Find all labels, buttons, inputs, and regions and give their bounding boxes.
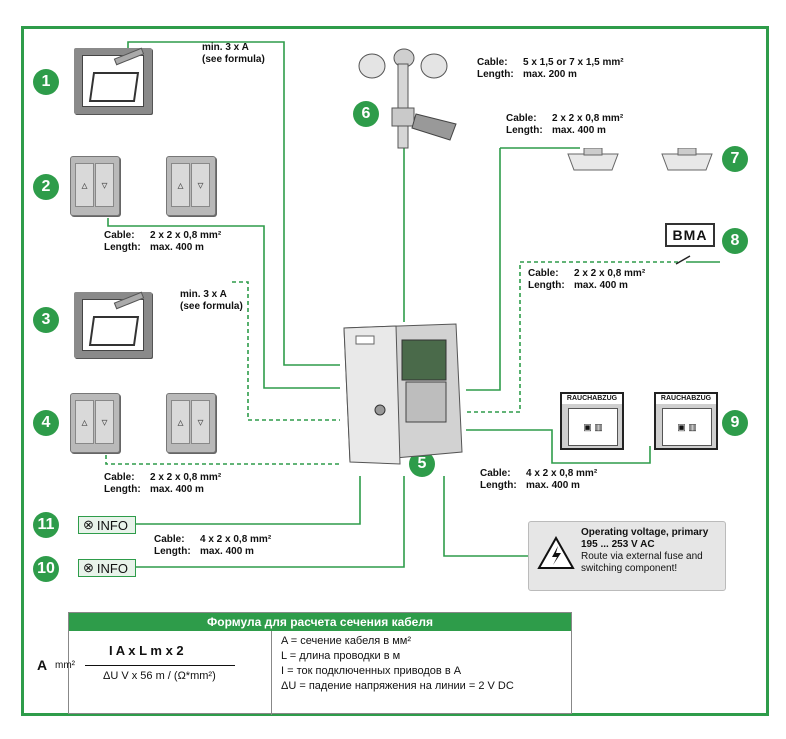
- formula-title: Формула для расчета сечения кабеля: [69, 613, 571, 631]
- note-2: Cable:2 x 2 x 0,8 mm² Length:max. 400 m: [104, 230, 222, 253]
- wire-7: [466, 147, 580, 391]
- legend-l: L = длина проводки в м: [281, 650, 401, 662]
- formula-numerator: I A x L m x 2: [109, 643, 184, 658]
- smoke-detector-1: [567, 148, 619, 171]
- badge-2: 2: [33, 174, 59, 200]
- legend-i: I = ток подключенных приводов в А: [281, 665, 462, 677]
- wire-8: [466, 261, 678, 413]
- vent-switch-4a[interactable]: ▵▿: [70, 393, 120, 453]
- wire-2: [107, 218, 340, 389]
- badge-4: 4: [33, 410, 59, 436]
- note-7: Cable:2 x 2 x 0,8 mm² Length:max. 400 m: [506, 113, 624, 136]
- bma-fire-alarm: BMA: [665, 223, 715, 247]
- lamp-icon: ⊗: [83, 517, 94, 532]
- info-box-11[interactable]: ⊗INFO: [78, 516, 136, 534]
- note-4: Cable:2 x 2 x 0,8 mm² Length:max. 400 m: [104, 472, 222, 495]
- note-9: Cable:4 x 2 x 0,8 mm² Length:max. 400 m: [480, 468, 598, 491]
- formula-lhs-unit: mm²: [55, 660, 75, 671]
- wind-rain-sensor: [358, 48, 457, 149]
- lamp-icon: ⊗: [83, 560, 94, 575]
- wire-1: [127, 41, 340, 366]
- badge-8: 8: [722, 228, 748, 254]
- wire-warn: [443, 476, 528, 557]
- badge-10: 10: [33, 556, 59, 582]
- legend-du: ΔU = падение напряжения на линии = 2 V D…: [281, 680, 514, 692]
- note-6: Cable:5 x 1,5 or 7 x 1,5 mm² Length:max.…: [477, 57, 624, 80]
- vent-switch-4b[interactable]: ▵▿: [166, 393, 216, 453]
- wire-4: [105, 448, 340, 465]
- bma-contact: [675, 255, 691, 265]
- window-actuator-3: [74, 291, 152, 358]
- badge-9: 9: [722, 410, 748, 436]
- cable-formula-box: Формула для расчета сечения кабеля A mm²…: [37, 612, 572, 715]
- info-box-10[interactable]: ⊗INFO: [78, 559, 136, 577]
- badge-11: 11: [33, 512, 59, 538]
- badge-7: 7: [722, 146, 748, 172]
- vent-switch-2a[interactable]: ▵▿: [70, 156, 120, 216]
- voltage-warning: Operating voltage, primary 195 ... 253 V…: [528, 521, 726, 591]
- badge-6: 6: [353, 101, 379, 127]
- note-1: min. 3 x A(see formula): [202, 42, 265, 65]
- panel-controls-icon: ▣ ▥: [568, 408, 618, 446]
- rwa-panel-2[interactable]: RAUCHABZUG ▣ ▥: [654, 392, 718, 450]
- panel-controls-icon: ▣ ▥: [662, 408, 712, 446]
- rwa-panel-1[interactable]: RAUCHABZUG ▣ ▥: [560, 392, 624, 450]
- control-cabinet: [343, 323, 463, 465]
- wire-10: [136, 476, 405, 568]
- high-voltage-icon: [537, 536, 575, 569]
- vent-switch-2b[interactable]: ▵▿: [166, 156, 216, 216]
- badge-1: 1: [33, 69, 59, 95]
- wire-3: [232, 281, 340, 421]
- note-11: Cable:4 x 2 x 0,8 mm² Length:max. 400 m: [154, 534, 272, 557]
- window-actuator-1: [74, 47, 152, 114]
- formula-lhs: A: [37, 657, 48, 673]
- wire-9: [466, 429, 651, 464]
- note-8: Cable:2 x 2 x 0,8 mm² Length:max. 400 m: [528, 268, 646, 291]
- badge-3: 3: [33, 307, 59, 333]
- legend-a: A = сечение кабеля в мм²: [281, 635, 411, 647]
- note-3: min. 3 x A(see formula): [180, 289, 243, 312]
- wire-11: [136, 476, 361, 525]
- smoke-detector-2: [661, 148, 713, 171]
- formula-denominator: ΔU V x 56 m / (Ω*mm²): [103, 670, 216, 682]
